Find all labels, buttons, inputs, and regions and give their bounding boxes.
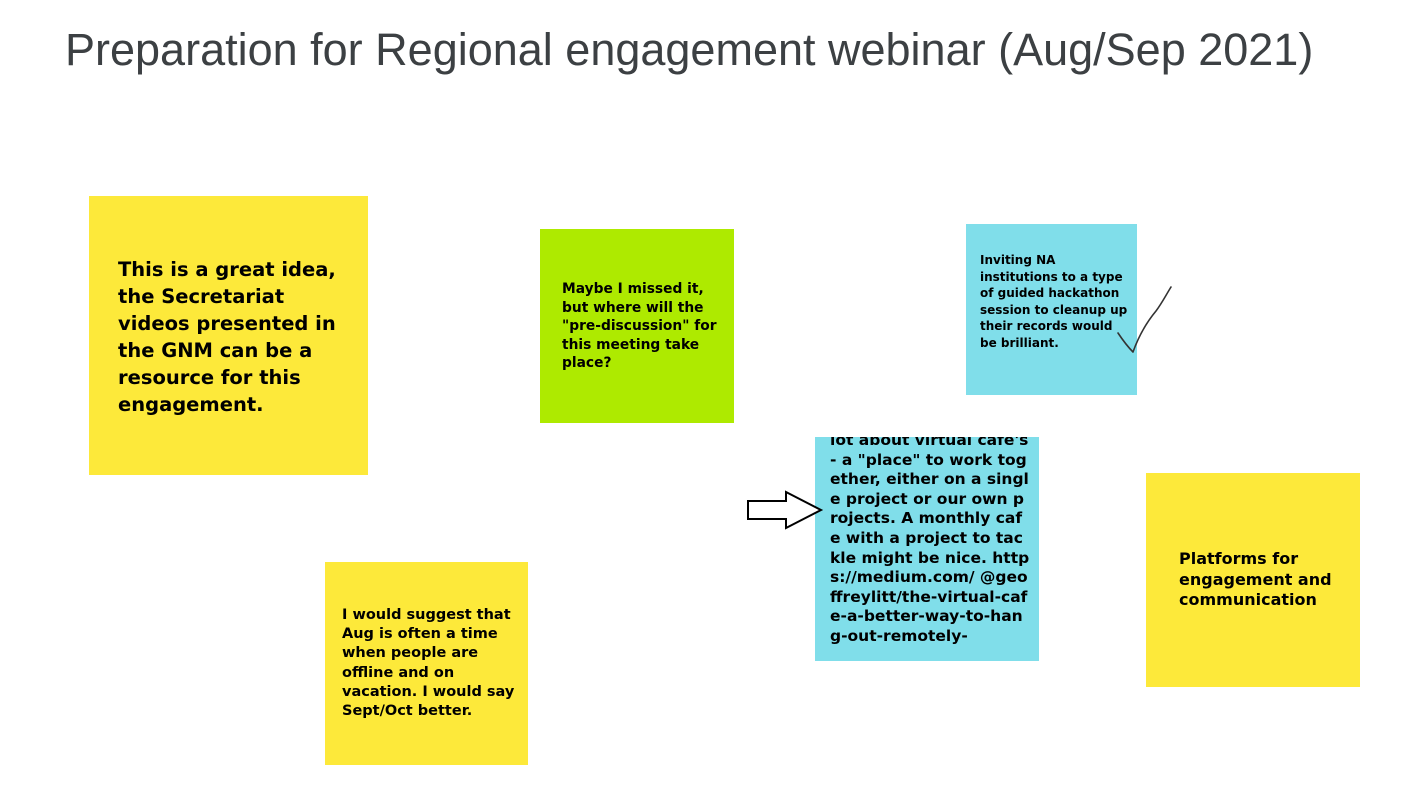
sticky-note-secretariat-videos[interactable]: This is a great idea, the Secretariat vi… — [89, 196, 368, 475]
sticky-note-text: lot about virtual cafe's - a "place" to … — [830, 437, 1030, 645]
sticky-note-text: Maybe I missed it, but where will the "p… — [562, 281, 717, 372]
sticky-note-text: This is a great idea, the Secretariat vi… — [118, 258, 336, 416]
slide-title: Preparation for Regional engagement webi… — [65, 24, 1314, 75]
sticky-note-virtual-cafe[interactable]: lot about virtual cafe's - a "place" to … — [815, 437, 1039, 661]
sticky-note-text: Platforms for engagement and communicati… — [1179, 549, 1332, 610]
checkmark-icon[interactable] — [1116, 283, 1176, 357]
sticky-note-timing-suggestion[interactable]: I would suggest that Aug is often a time… — [325, 562, 528, 765]
right-arrow-icon[interactable] — [746, 490, 824, 530]
sticky-note-platforms[interactable]: Platforms for engagement and communicati… — [1146, 473, 1360, 687]
sticky-note-pre-discussion[interactable]: Maybe I missed it, but where will the "p… — [540, 229, 734, 423]
sticky-note-text: Inviting NA institutions to a type of gu… — [980, 253, 1128, 350]
sticky-note-hackathon[interactable]: Inviting NA institutions to a type of gu… — [966, 224, 1137, 395]
sticky-note-text: I would suggest that Aug is often a time… — [342, 607, 515, 720]
